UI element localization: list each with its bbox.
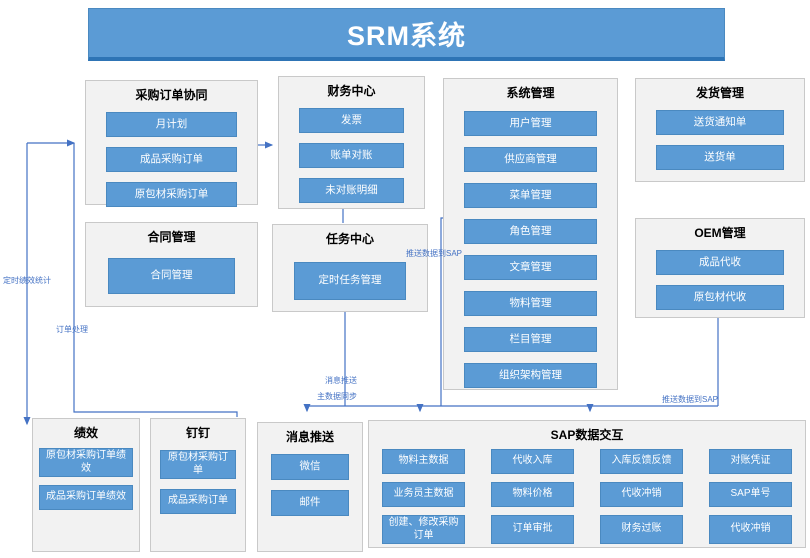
group-title-shipping: 发货管理	[695, 86, 744, 100]
node-menu-management: 菜单管理	[464, 183, 597, 208]
node-finance-posting: 财务过账	[600, 515, 683, 544]
group-title-purchase-order: 采购订单协同	[135, 88, 208, 102]
node-contract-management: 合同管理	[108, 258, 235, 294]
node-raw-material-collection: 原包材代收	[656, 285, 784, 310]
group-title-oem: OEM管理	[694, 226, 746, 240]
node-salesman-master-data: 业务员主数据	[382, 482, 465, 507]
node-material-management: 物料管理	[464, 291, 597, 316]
node-raw-material-purchase-order: 原包材采购订单	[106, 182, 237, 207]
node-unreconciled-detail: 未对账明细	[299, 178, 404, 203]
node-inbound-feedback: 入库反馈反馈	[600, 449, 683, 474]
group-title-system: 系统管理	[506, 86, 555, 100]
group-title-contract: 合同管理	[147, 230, 196, 244]
node-dingtalk-finished-order: 成品采购订单	[160, 489, 236, 514]
group-task-center: 任务中心 定时任务管理	[272, 224, 428, 312]
node-collection-inbound: 代收入库	[491, 449, 574, 474]
node-material-master-data: 物料主数据	[382, 449, 465, 474]
group-oem-management: OEM管理 成品代收 原包材代收	[635, 218, 805, 318]
group-system-management: 系统管理 用户管理 供应商管理 菜单管理 角色管理 文章管理 物料管理 栏目管理…	[443, 78, 618, 390]
group-title-sap: SAP数据交互	[550, 428, 624, 442]
node-user-management: 用户管理	[464, 111, 597, 136]
node-finished-order-performance: 成品采购订单绩效	[39, 485, 133, 510]
node-invoice: 发票	[299, 108, 404, 133]
node-dingtalk-raw-material-order: 原包材采购订单	[160, 450, 236, 479]
wire-label-scheduled-performance: 定时绩效统计	[3, 276, 51, 285]
group-performance: 绩效 原包材采购订单绩效 成品采购订单绩效	[32, 418, 140, 552]
node-article-management: 文章管理	[464, 255, 597, 280]
node-finished-collection: 成品代收	[656, 250, 784, 275]
node-order-approval: 订单审批	[491, 515, 574, 544]
wire-label-message-push: 消息推送	[325, 376, 357, 385]
group-sap-data-interaction: SAP数据交互 物料主数据 代收入库 入库反馈反馈 对账凭证 业务员主数据 物料…	[368, 420, 806, 548]
group-shipping-management: 发货管理 送货通知单 送货单	[635, 78, 805, 182]
node-monthly-plan: 月计划	[106, 112, 237, 137]
group-message-push: 消息推送 微信 邮件	[257, 422, 363, 552]
wire-label-push-to-sap-left: 推送数据到SAP	[406, 249, 463, 258]
group-contract-management: 合同管理 合同管理	[85, 222, 258, 307]
node-raw-material-order-performance: 原包材采购订单绩效	[39, 448, 133, 477]
node-delivery-note: 送货单	[656, 145, 784, 170]
node-material-price: 物料价格	[491, 482, 574, 507]
group-title-message-push: 消息推送	[285, 430, 334, 444]
node-supplier-management: 供应商管理	[464, 147, 597, 172]
node-reconciliation-voucher: 对账凭证	[709, 449, 792, 474]
group-title-dingtalk: 钉钉	[185, 426, 210, 440]
wire-label-push-to-sap-right: 推送数据到SAP	[662, 395, 719, 404]
node-email: 邮件	[271, 490, 349, 516]
system-title: SRM系统	[347, 20, 466, 51]
system-banner: SRM系统	[88, 8, 725, 61]
group-purchase-order: 采购订单协同 月计划 成品采购订单 原包材采购订单	[85, 80, 258, 207]
group-title-finance: 财务中心	[327, 84, 376, 98]
node-delivery-notice: 送货通知单	[656, 110, 784, 135]
group-title-performance: 绩效	[73, 426, 98, 440]
wire-label-master-data-sync: 主数据同步	[317, 392, 357, 401]
node-bill-reconciliation: 账单对账	[299, 143, 404, 168]
node-wechat: 微信	[271, 454, 349, 480]
node-role-management: 角色管理	[464, 219, 597, 244]
group-dingtalk: 钉钉 原包材采购订单 成品采购订单	[150, 418, 246, 552]
node-collection-writeoff-1: 代收冲销	[600, 482, 683, 507]
wire-label-order-processing: 订单处理	[56, 325, 88, 334]
node-finished-purchase-order: 成品采购订单	[106, 147, 237, 172]
node-scheduled-task-management: 定时任务管理	[294, 262, 406, 300]
sap-grid: 物料主数据 代收入库 入库反馈反馈 对账凭证 业务员主数据 物料价格 代收冲销 …	[369, 442, 805, 544]
node-sap-number: SAP单号	[709, 482, 792, 507]
group-title-task: 任务中心	[325, 232, 374, 246]
node-collection-writeoff-2: 代收冲销	[709, 515, 792, 544]
group-finance-center: 财务中心 发票 账单对账 未对账明细	[278, 76, 425, 209]
node-column-management: 栏目管理	[464, 327, 597, 352]
node-create-modify-purchase-order: 创建、修改采购订单	[382, 515, 465, 544]
node-org-structure-management: 组织架构管理	[464, 363, 597, 388]
